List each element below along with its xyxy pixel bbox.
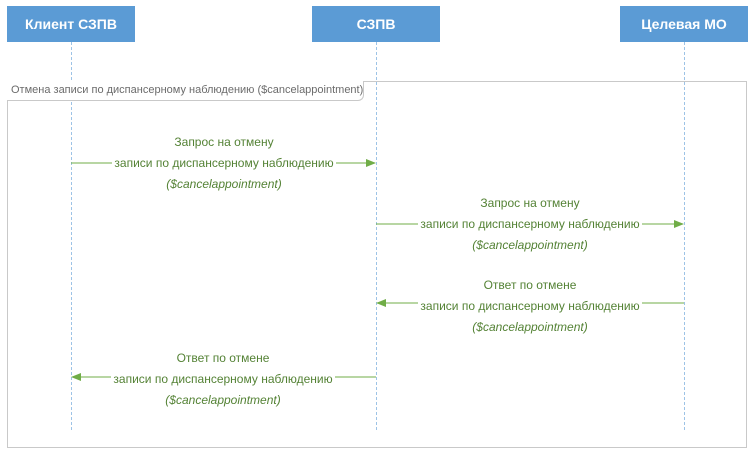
message-3: Ответ по отмене записи по диспансерному … — [405, 275, 655, 338]
message-1-line2: записи по диспансерному наблюдению — [112, 156, 336, 170]
participant-client: Клиент СЗПВ — [7, 6, 135, 42]
message-2-line3: ($cancelappointment) — [472, 238, 588, 252]
participant-target-mo: Целевая МО — [620, 6, 748, 42]
lifeline-client — [71, 42, 72, 430]
message-1-line3: ($cancelappointment) — [166, 177, 282, 191]
message-3-line1: Ответ по отмене — [483, 278, 577, 292]
message-3-line3: ($cancelappointment) — [472, 320, 588, 334]
message-1: Запрос на отмену записи по диспансерному… — [99, 132, 349, 195]
fragment-label: Отмена записи по диспансерному наблюдени… — [7, 81, 364, 101]
message-4: Ответ по отмене записи по диспансерному … — [98, 348, 348, 411]
lifeline-target-mo — [684, 42, 685, 430]
message-2: Запрос на отмену записи по диспансерному… — [405, 193, 655, 256]
message-4-line2: записи по диспансерному наблюдению — [111, 372, 335, 386]
message-2-line1: Запрос на отмену — [480, 196, 580, 210]
message-1-line1: Запрос на отмену — [174, 135, 274, 149]
message-4-line1: Ответ по отмене — [176, 351, 270, 365]
participant-szpv: СЗПВ — [312, 6, 440, 42]
message-3-line2: записи по диспансерному наблюдению — [418, 299, 642, 313]
fragment-frame — [7, 81, 747, 448]
message-2-line2: записи по диспансерному наблюдению — [418, 217, 642, 231]
message-4-line3: ($cancelappointment) — [165, 393, 281, 407]
lifeline-szpv — [376, 42, 377, 430]
